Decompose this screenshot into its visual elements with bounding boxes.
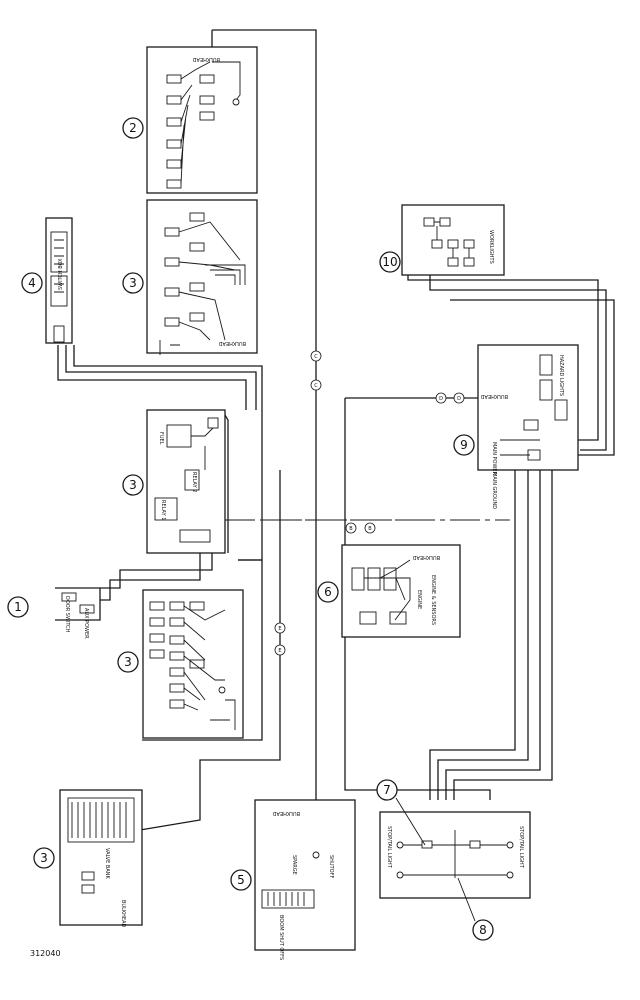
hazard-lights-label: HAZARD LIGHTS (558, 355, 564, 396)
panel-box-10: WORKLIGHTS (401, 204, 505, 276)
svg-text:7: 7 (383, 783, 391, 797)
callout-4: 4 (21, 272, 43, 294)
relay-2-label: RELAY 2 (191, 472, 197, 492)
panel-box-1: VALVE BANK BULKHEAD (59, 789, 143, 927)
shutoff-label: SHUTOFF (328, 855, 334, 878)
connector-marker-c1: C (310, 350, 322, 362)
figure-number: 312040 (30, 949, 61, 958)
callout-3-second: 3 (122, 272, 144, 294)
svg-text:B: B (368, 526, 372, 532)
panel-box-5: BULKHEAD SPARGE SHUTOFF BOOM SHUT OFFS (254, 799, 356, 960)
main-ground-label: MAIN GROUND (491, 472, 497, 509)
svg-text:D: D (457, 396, 461, 402)
panel-box-2: DOOR SWITCH AUX POWER (55, 587, 101, 639)
svg-text:D: D (439, 396, 443, 402)
stop-tail-light-left: STOP/TAIL LIGHT (386, 826, 392, 869)
svg-text:5: 5 (237, 873, 245, 887)
fuel-label: FUEL (158, 432, 164, 445)
svg-text:8: 8 (479, 923, 487, 937)
callout-9: 9 (453, 434, 475, 456)
sparge-label: SPARGE (291, 855, 297, 875)
aux-power-label: AUX POWER (83, 608, 89, 639)
bulkhead-label: BULKHEAD (481, 393, 508, 399)
panel-box-3-relay: FUEL RELAY 2 RELAY 1 (146, 409, 226, 554)
svg-text:1: 1 (14, 600, 22, 614)
svg-text:2: 2 (129, 121, 137, 135)
svg-text:3: 3 (124, 655, 132, 669)
panel-box-8: STOP/TAIL LIGHT STOP/TAIL LIGHT (379, 811, 531, 899)
panel-box-3-top: BULKHEAD (146, 46, 258, 194)
callout-7: 7 (376, 779, 398, 801)
relay-1-label: RELAY 1 (160, 500, 166, 520)
svg-text:10: 10 (382, 255, 397, 269)
bulkhead-label: BULKHEAD (193, 56, 220, 62)
callout-3-relay: 3 (122, 474, 144, 496)
svg-text:3: 3 (129, 478, 137, 492)
bulkhead-label: BULKHEAD (413, 554, 440, 560)
callout-2: 1 (7, 596, 29, 618)
svg-text:C: C (314, 383, 318, 389)
connector-marker-e2: E (274, 644, 286, 656)
callouts: 2 3 4 3 1 3 3 5 6 7 8 9 10 (7, 117, 494, 941)
main-power-label: MAIN POWER (491, 442, 497, 476)
connector-group (166, 61, 241, 189)
panel-box-3-bottom (142, 589, 244, 739)
panel-box-6: BULKHEAD ENGINE ENGINE & SENSORS (341, 544, 461, 638)
worklights-label: WORKLIGHTS (488, 230, 494, 264)
callout-10: 10 (379, 251, 401, 273)
svg-text:3: 3 (129, 276, 137, 290)
svg-text:9: 9 (460, 438, 468, 452)
switch-box-label: SWITCH BOX (58, 258, 64, 290)
bulkhead-label: BULKHEAD (273, 810, 300, 816)
callout-1: 3 (33, 847, 55, 869)
callout-3-bottom: 3 (117, 651, 139, 673)
boom-shutoffs-label: BOOM SHUT OFFS (278, 915, 284, 960)
bulkhead-label: BULKHEAD (120, 900, 126, 927)
connector-marker-c2: C (310, 379, 322, 391)
bulkhead-label: BULKHEAD (219, 340, 246, 346)
connector-marker-d1: D (435, 392, 447, 404)
callout-8: 8 (472, 919, 494, 941)
svg-text:C: C (314, 354, 318, 360)
connector-marker-e1: E (274, 622, 286, 634)
panel-box-9: BULKHEAD HAZARD LIGHTS MAIN POWER MAIN G… (477, 344, 579, 509)
svg-text:3: 3 (40, 851, 48, 865)
connector-marker-b1: B (345, 522, 357, 534)
valve-bank-label: VALVE BANK (104, 848, 110, 880)
svg-text:6: 6 (324, 585, 332, 599)
panel-box-3-second: BULKHEAD (146, 199, 258, 355)
callout-6: 6 (317, 581, 339, 603)
connector-marker-b2: B (364, 522, 376, 534)
callout-3-top: 2 (122, 117, 144, 139)
connector-markers: C C D D B B E E (274, 350, 465, 656)
engine-sensors-label: ENGINE & SENSORS (430, 575, 436, 625)
svg-text:E: E (278, 648, 281, 654)
svg-text:E: E (278, 626, 281, 632)
svg-text:4: 4 (28, 276, 36, 290)
door-switch-label: DOOR SWITCH (64, 596, 70, 633)
engine-label: ENGINE (416, 590, 422, 609)
stop-tail-light-right: STOP/TAIL LIGHT (518, 826, 524, 869)
connector-marker-d2: D (453, 392, 465, 404)
svg-text:B: B (349, 526, 353, 532)
callout-5: 5 (230, 869, 252, 891)
panel-box-4: SWITCH BOX (45, 217, 73, 344)
